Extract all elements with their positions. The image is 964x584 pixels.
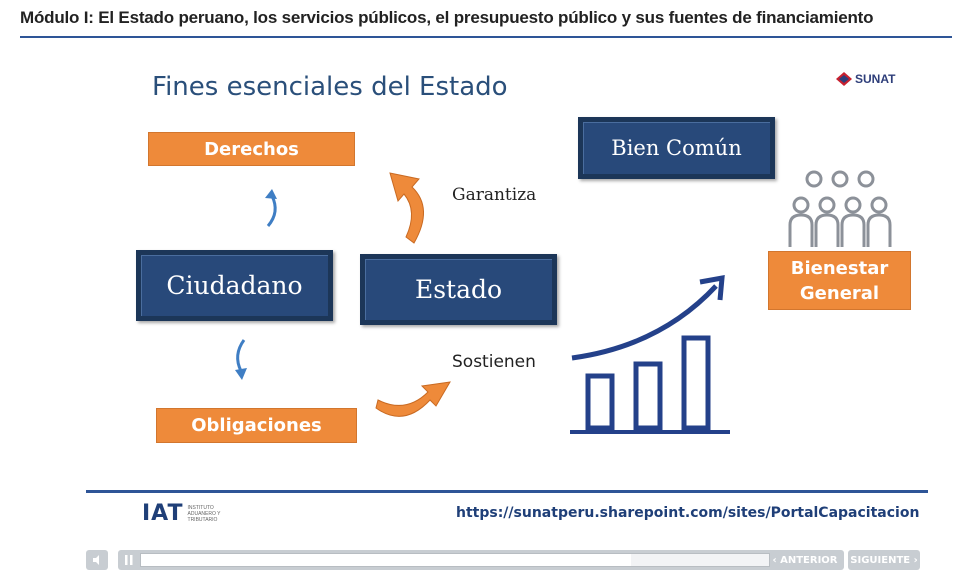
arrow-up-to-derechos-icon <box>265 189 277 227</box>
speaker-icon <box>93 555 99 565</box>
obligaciones-box: Obligaciones <box>156 408 357 443</box>
progress-track[interactable] <box>140 553 770 567</box>
iat-logo-subtitle: INSTITUTO ADUANERO Y TRIBUTARIO <box>187 504 221 523</box>
module-title: Módulo I: El Estado peruano, los servici… <box>20 8 874 27</box>
estado-box: Estado <box>360 254 557 325</box>
previous-button[interactable]: ‹ ANTERIOR <box>770 550 840 570</box>
slide-title: Fines esenciales del Estado <box>152 72 508 102</box>
arrow-down-to-obligaciones-icon <box>235 339 247 380</box>
pause-icon <box>125 555 133 565</box>
sunat-logo-text: SUNAT <box>855 72 896 86</box>
garantiza-label: Garantiza <box>452 185 537 205</box>
progress-bar[interactable] <box>118 550 844 570</box>
bienestar-line1: Bienestar <box>790 257 889 279</box>
growth-chart-icon <box>570 274 730 434</box>
bienestar-general-box: Bienestar General <box>768 251 911 310</box>
progress-fill <box>141 554 631 566</box>
bienestar-line2: General <box>799 282 880 304</box>
ciudadano-box: Ciudadano <box>136 250 333 321</box>
derechos-box: Derechos <box>148 132 355 166</box>
footer-divider <box>86 490 928 493</box>
iat-logo-text: IAT <box>142 501 184 526</box>
player-controls: ‹ ANTERIOR SIGUIENTE › <box>86 548 928 572</box>
bien-comun-box: Bien Común <box>578 117 775 179</box>
sunat-logo-icon <box>836 72 852 86</box>
sostienen-curved-arrow-icon <box>375 381 451 417</box>
iat-logo: IAT INSTITUTO ADUANERO Y TRIBUTARIO <box>142 501 228 526</box>
mute-button[interactable] <box>86 550 108 570</box>
people-group-icon <box>788 170 892 247</box>
title-divider <box>20 36 952 38</box>
pause-button[interactable] <box>120 552 138 568</box>
sunat-logo: SUNAT <box>836 72 895 86</box>
sostienen-label: Sostienen <box>452 352 536 372</box>
portal-url[interactable]: https://sunatperu.sharepoint.com/sites/P… <box>456 505 920 521</box>
garantiza-curved-arrow-icon <box>389 172 424 244</box>
next-button[interactable]: SIGUIENTE › <box>848 550 920 570</box>
